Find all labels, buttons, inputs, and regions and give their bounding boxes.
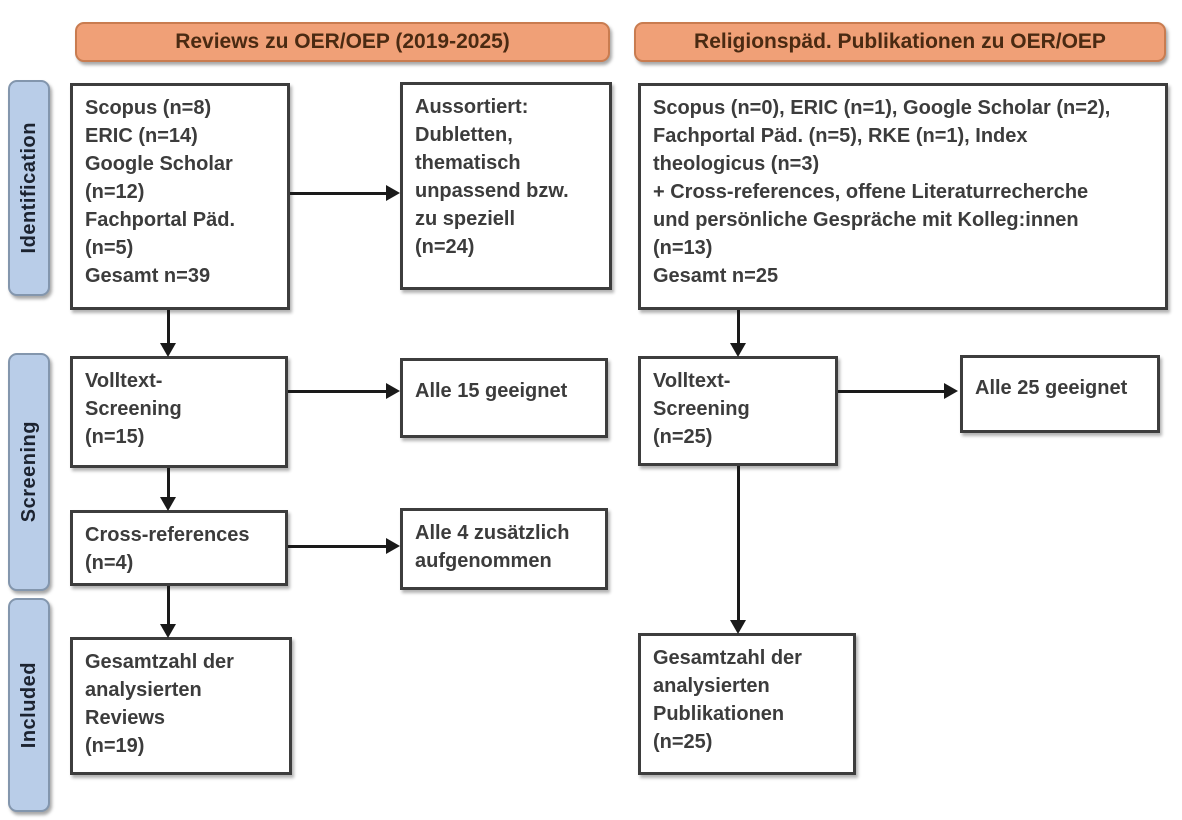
stage-label-included-text: Included — [17, 661, 40, 749]
left-crossreferences-box: Cross-references (n=4) — [70, 510, 288, 586]
arrow-left-crossref-to-result-head-icon — [386, 538, 400, 554]
stage-label-screening-text: Screening — [17, 421, 40, 523]
arrow-left-sources-to-excluded-head-icon — [386, 185, 400, 201]
right-included-total-box: Gesamtzahl der analysierten Publikatione… — [638, 633, 856, 775]
left-excluded-box: Aussortiert: Dubletten, thematisch unpas… — [400, 82, 612, 290]
column-header-religionspaed: Religionspäd. Publikationen zu OER/OEP — [634, 22, 1166, 62]
right-fulltext-screening-box: Volltext- Screening (n=25) — [638, 356, 838, 466]
arrow-left-screening-to-result-line — [288, 390, 388, 393]
stage-label-identification-text: Identification — [17, 122, 40, 254]
arrow-right-screening-to-included-line — [737, 466, 740, 622]
arrow-left-sources-to-screening-head-icon — [160, 343, 176, 357]
left-screening-result-box: Alle 15 geeignet — [400, 358, 608, 438]
arrow-right-screening-to-result-line — [838, 390, 946, 393]
left-crossreferences-result-box: Alle 4 zusätzlich aufgenommen — [400, 508, 608, 590]
arrow-right-screening-to-included-head-icon — [730, 620, 746, 634]
arrow-left-screening-to-result-head-icon — [386, 383, 400, 399]
stage-label-included: Included — [8, 598, 50, 812]
stage-label-screening: Screening — [8, 353, 50, 591]
arrow-left-screening-to-crossref-line — [167, 468, 170, 499]
arrow-left-sources-to-excluded-line — [290, 192, 388, 195]
arrow-left-crossref-to-included-head-icon — [160, 624, 176, 638]
arrow-left-crossref-to-included-line — [167, 586, 170, 626]
column-header-reviews: Reviews zu OER/OEP (2019-2025) — [75, 22, 610, 62]
arrow-left-screening-to-crossref-head-icon — [160, 497, 176, 511]
left-fulltext-screening-box: Volltext- Screening (n=15) — [70, 356, 288, 468]
stage-label-identification: Identification — [8, 80, 50, 296]
left-included-total-box: Gesamtzahl der analysierten Reviews (n=1… — [70, 637, 292, 775]
arrow-right-screening-to-result-head-icon — [944, 383, 958, 399]
right-screening-result-box: Alle 25 geeignet — [960, 355, 1160, 433]
arrow-right-sources-to-screening-line — [737, 310, 740, 345]
arrow-right-sources-to-screening-head-icon — [730, 343, 746, 357]
right-sources-box: Scopus (n=0), ERIC (n=1), Google Scholar… — [638, 83, 1168, 310]
arrow-left-sources-to-screening-line — [167, 310, 170, 345]
arrow-left-crossref-to-result-line — [288, 545, 388, 548]
left-sources-box: Scopus (n=8) ERIC (n=14) Google Scholar … — [70, 83, 290, 310]
